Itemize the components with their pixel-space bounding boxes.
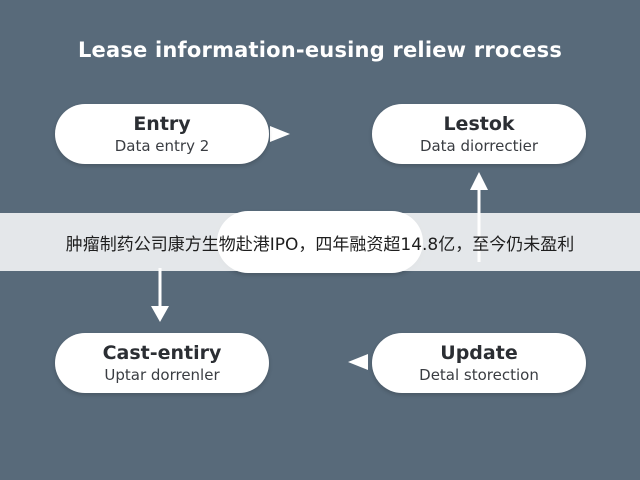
- arrow-entry-right: [270, 126, 290, 142]
- node-cast-entry: Cast-entiry Uptar dorrenler: [55, 333, 269, 393]
- node-update-title: Update: [440, 342, 518, 364]
- diagram-title: Lease information-eusing reliew rrocess: [77, 38, 563, 62]
- caption-banner-text: 肿瘤制药公司康方生物赴港IPO，四年融资超14.8亿，至今仍未盈利: [65, 235, 575, 255]
- node-entry-subtitle: Data entry 2: [114, 137, 210, 155]
- arrow-down-head: [151, 306, 169, 322]
- node-entry: Entry Data entry 2: [55, 104, 269, 164]
- caption-banner: [0, 213, 640, 271]
- node-lestok-subtitle: Data diorrectier: [419, 137, 539, 155]
- node-cast-entry-subtitle: Uptar dorrenler: [104, 366, 220, 384]
- node-lestok: Lestok Data diorrectier: [372, 104, 586, 164]
- arrow-update-left: [348, 354, 368, 370]
- node-entry-title: Entry: [133, 113, 191, 135]
- arrow-up-head: [470, 172, 488, 190]
- node-lestok-title: Lestok: [443, 113, 515, 135]
- node-update-subtitle: Detal storection: [419, 366, 539, 384]
- node-cast-entry-title: Cast-entiry: [102, 342, 222, 364]
- node-update: Update Detal storection: [372, 333, 586, 393]
